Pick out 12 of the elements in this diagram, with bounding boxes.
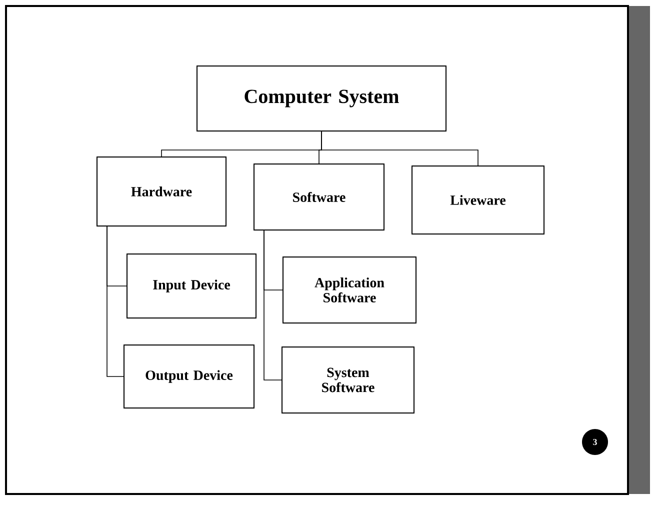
box: Hardware (96, 156, 226, 226)
connector-line (264, 230, 282, 380)
box: Software (254, 164, 384, 230)
box: System Software (282, 346, 414, 414)
page-number: 3 (582, 429, 608, 455)
box: Computer System (196, 66, 446, 132)
connector-line (321, 131, 478, 166)
box: Output Device (124, 344, 254, 408)
box: Application Software (282, 256, 416, 324)
box: Liveware (412, 166, 544, 234)
box: Input Device (126, 254, 256, 318)
connector-line (106, 226, 124, 377)
